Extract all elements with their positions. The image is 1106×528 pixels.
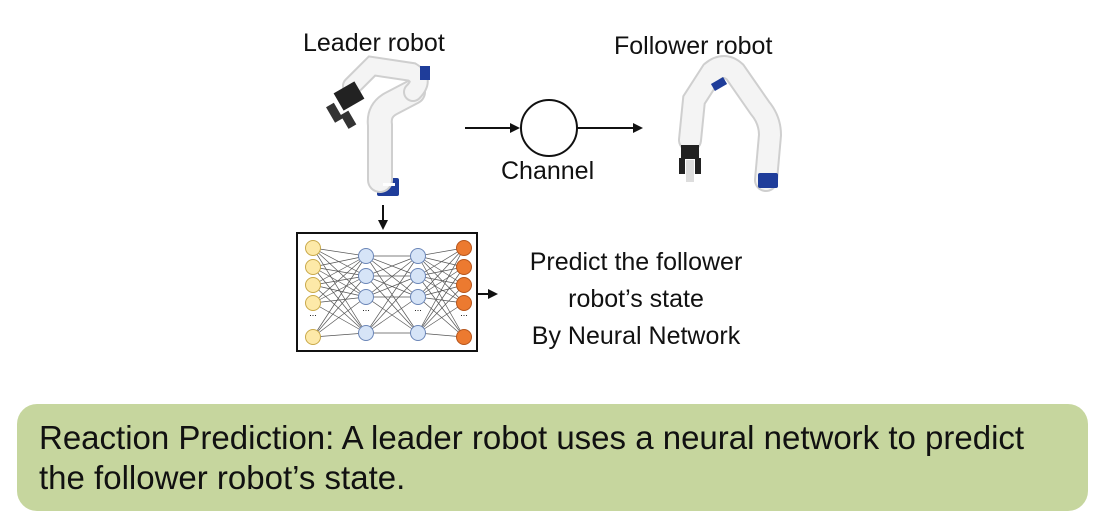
follower-robot-image	[678, 55, 783, 192]
neural-network-edge	[312, 284, 367, 334]
output-node	[456, 295, 472, 311]
neural-network-edge	[417, 275, 465, 304]
neural-network-edge	[365, 275, 419, 298]
leader-robot-label: Leader robot	[303, 29, 445, 57]
prediction-line-3: By Neural Network	[531, 322, 741, 350]
neural-network-edge	[312, 247, 367, 257]
neural-network-edge	[312, 275, 367, 304]
neural-network-edge	[312, 275, 367, 338]
hidden2-node	[410, 325, 426, 341]
prediction-text: Predict the follower robot’s state By Ne…	[496, 244, 776, 355]
hidden2-node	[410, 248, 426, 264]
output-node	[456, 259, 472, 275]
hidden2-ellipsis: ...	[414, 303, 422, 313]
neural-network-edge	[417, 255, 465, 286]
neural-network-edge	[417, 266, 465, 298]
input-ellipsis: ...	[309, 308, 317, 318]
caption-text: Reaction Prediction: A leader robot uses…	[39, 419, 1025, 496]
hidden1-node	[358, 325, 374, 341]
neural-network-edge	[312, 302, 367, 334]
neural-network-edge	[312, 296, 367, 304]
hidden1-node	[358, 268, 374, 284]
neural-network-edge	[417, 247, 465, 334]
hidden1-ellipsis: ...	[362, 303, 370, 313]
neural-network-edge	[417, 255, 465, 338]
neural-network-edge	[312, 332, 367, 338]
neural-network-edge	[312, 284, 367, 298]
follower-robot-label: Follower robot	[614, 32, 773, 60]
neural-network-edge	[312, 255, 367, 338]
neural-network-edges	[312, 247, 465, 338]
neural-network-edge	[312, 255, 367, 286]
neural-network-edge	[312, 255, 367, 268]
input-node	[305, 259, 321, 275]
neural-network-edge	[365, 296, 419, 334]
neural-network-edge	[312, 296, 367, 338]
channel-label: Channel	[501, 157, 595, 185]
hidden1-node	[358, 289, 374, 305]
output-node	[456, 240, 472, 256]
neural-network-edge	[365, 255, 419, 277]
neural-network-edge	[312, 247, 367, 298]
neural-network-edge	[312, 275, 367, 286]
output-node	[456, 277, 472, 293]
neural-network-edge	[417, 266, 465, 334]
diagram-canvas: ... ... ... ...	[296, 55, 783, 352]
hidden1-node	[358, 248, 374, 264]
neural-network-edge	[312, 247, 367, 334]
neural-network-edge	[417, 247, 465, 298]
neural-network-edge	[312, 247, 367, 277]
neural-network-edge	[365, 275, 419, 334]
neural-network-edge	[417, 255, 465, 304]
channel-node	[520, 99, 578, 157]
input-node	[305, 240, 321, 256]
input-node	[305, 277, 321, 293]
prediction-line-2: robot’s state	[568, 285, 704, 313]
neural-network-edge	[365, 255, 419, 334]
caption-box: Reaction Prediction: A leader robot uses…	[17, 404, 1088, 511]
leader-robot-image	[326, 55, 430, 196]
output-ellipsis: ...	[460, 308, 468, 318]
output-node	[456, 329, 472, 345]
prediction-line-1: Predict the follower	[529, 248, 743, 276]
neural-network-edge	[365, 255, 419, 298]
neural-network-edge	[417, 296, 465, 338]
neural-network-nodes	[305, 240, 472, 345]
neural-network-edge	[417, 247, 465, 277]
neural-network-diagram: ... ... ... ...	[296, 232, 478, 352]
hidden2-node	[410, 268, 426, 284]
neural-network-edge	[417, 284, 465, 334]
neural-network-edge	[312, 255, 367, 304]
input-node	[305, 295, 321, 311]
neural-network-edge	[417, 302, 465, 334]
neural-network-edge	[417, 275, 465, 338]
neural-network-edge	[312, 266, 367, 298]
hidden2-node	[410, 289, 426, 305]
input-node	[305, 329, 321, 345]
neural-network-edge	[312, 266, 367, 277]
